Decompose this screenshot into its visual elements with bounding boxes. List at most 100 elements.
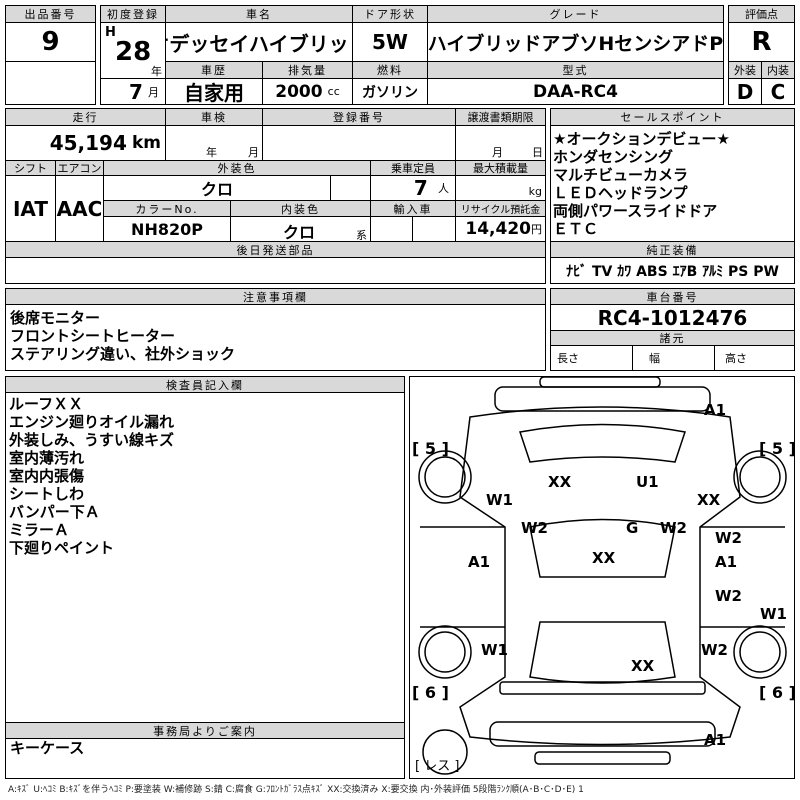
year-unit: 年 [151, 65, 162, 78]
color-no-label: カラーNo. [103, 200, 231, 217]
chassis-number: RC4-1012476 [550, 304, 795, 331]
int-grade: C [761, 78, 795, 105]
note-item: フロントシートヒーター [10, 327, 176, 345]
score-label: 評価点 [728, 5, 795, 23]
month-unit: 月 [492, 146, 503, 159]
displacement: 2000 cc [262, 78, 353, 105]
reg-no-label: 登録番号 [262, 108, 456, 126]
later-parts [5, 257, 546, 284]
lot-blank [5, 61, 96, 105]
tire-rl: [ 6 ] [412, 683, 449, 702]
fuel-label: 燃料 [352, 61, 428, 79]
damage-mark: A1 [468, 553, 491, 571]
damage-mark: A1 [704, 401, 727, 419]
damage-mark: XX [697, 491, 721, 509]
damage-mark: W2 [715, 529, 742, 547]
notes: 後席モニター フロントシートヒーター ステアリング違い、社外ショック [5, 304, 546, 371]
sales-label: セールスポイント [550, 108, 795, 126]
office-text: キーケース [10, 739, 85, 757]
ac-label: エアコン [55, 160, 104, 176]
inspector-notes: ルーフＸＸ エンジン廻りオイル漏れ 外装しみ、うすい線キズ 室内薄汚れ 室内内張… [5, 392, 405, 723]
spare-tire: [ レス ] [415, 759, 460, 774]
year-unit: 年 [206, 146, 217, 159]
tire-fl: [ 5 ] [412, 439, 449, 458]
displacement-unit: cc [327, 85, 340, 98]
spec-label: 諸元 [550, 330, 795, 346]
damage-mark: XX [592, 549, 616, 567]
equip-label: 純正装備 [550, 241, 795, 258]
inspection-label: 車検 [165, 108, 263, 126]
equipment: ﾅﾋﾞ TV ｶﾜ ABS ｴｱB ｱﾙﾐ PS PW [550, 257, 795, 284]
legend: A:ｷｽﾞ U:ﾍｺﾐ B:ｷｽﾞを伴うﾍｺﾐ P:要塗装 W:補修跡 S:錆 … [8, 785, 584, 795]
month: 7 [128, 79, 143, 104]
inspector-item: バンパー下Ａ [9, 503, 100, 521]
note-item: ステアリング違い、社外ショック [10, 345, 236, 363]
inspector-item: ルーフＸＸ [9, 395, 84, 413]
damage-mark: A1 [715, 553, 738, 571]
inspector-item: 外装しみ、うすい線キズ [9, 431, 175, 449]
ext-grade: D [728, 78, 762, 105]
sales-item: ＥＴＣ [553, 220, 599, 238]
door-type: 5W [352, 22, 428, 62]
year: 28 [115, 37, 152, 67]
interior-unit: 系 [356, 229, 367, 242]
inspector-label: 検査員記入欄 [5, 376, 405, 393]
damage-mark: W2 [660, 519, 687, 537]
import-b [412, 216, 456, 242]
length: 長さ [550, 345, 633, 371]
displacement-label: 排気量 [262, 61, 353, 79]
office-label: 事務局よりご案内 [5, 722, 405, 739]
lot-number: 9 [5, 22, 96, 62]
sales-points: ★オークションデビュー★ ホンダセンシング マルチビューカメラ ＬＥＤヘッドラン… [550, 125, 795, 242]
sales-item: 両側パワースライドドア [553, 202, 718, 220]
damage-mark: W2 [715, 587, 742, 605]
note-item: 後席モニター [10, 309, 101, 327]
car-name: オデッセイハイブリッド [165, 22, 353, 62]
model-label: 型式 [427, 61, 724, 79]
color-blank [330, 175, 371, 201]
damage-diagram: [ 5 ] [ 5 ] [ 6 ] [ 6 ] [ レス ] A1 XX U1 … [409, 376, 796, 779]
first-reg-month: 7 月 [100, 78, 166, 105]
capacity: 7 人 [370, 175, 456, 201]
month-unit: 月 [248, 146, 259, 159]
inspector-item: シートしわ [9, 485, 85, 503]
transfer: 月日 [455, 125, 546, 161]
height: 高さ [714, 345, 795, 371]
fuel: ガソリン [352, 78, 428, 105]
sales-item: マルチビューカメラ [553, 166, 689, 184]
inspector-item: ミラーＡ [9, 521, 70, 539]
load-unit: kg [455, 175, 546, 201]
month-unit: 月 [148, 85, 159, 99]
interior-label: 内装色 [230, 200, 371, 217]
color-no: NH820P [103, 216, 231, 242]
grade: ハイブリッドアブソHセンシアドP [427, 22, 724, 62]
capacity-label: 乗車定員 [370, 160, 456, 176]
mileage: 45,194 km [5, 125, 166, 161]
int-label: 内装 [761, 61, 795, 79]
tire-rr: [ 6 ] [759, 683, 796, 702]
inspector-item: 下廻りペイント [9, 539, 115, 557]
damage-mark: W1 [486, 491, 513, 509]
damage-mark: W2 [521, 519, 548, 537]
load-label: 最大積載量 [455, 160, 546, 176]
damage-mark: XX [548, 473, 572, 491]
score: R [728, 22, 795, 62]
recycle-label: リサイクル預託金 [455, 200, 546, 217]
door-label: ドア形状 [352, 5, 428, 23]
damage-mark: G [626, 519, 639, 537]
transfer-label: 譲渡書類期限 [455, 108, 546, 126]
era: H [105, 25, 116, 40]
car-outline [418, 377, 787, 775]
inspector-item: 室内内張傷 [9, 467, 85, 485]
interior: クロ系 [230, 216, 371, 242]
inspector-item: エンジン廻りオイル漏れ [9, 413, 175, 431]
mileage-value: 45,194 [49, 131, 127, 155]
color-label: 外装色 [103, 160, 371, 176]
later-parts-label: 後日発送部品 [5, 241, 546, 258]
notes-label: 注意事項欄 [5, 288, 546, 305]
inspector-item: 室内薄汚れ [9, 449, 85, 467]
mileage-unit: km [131, 133, 161, 153]
damage-mark: W2 [701, 641, 728, 659]
